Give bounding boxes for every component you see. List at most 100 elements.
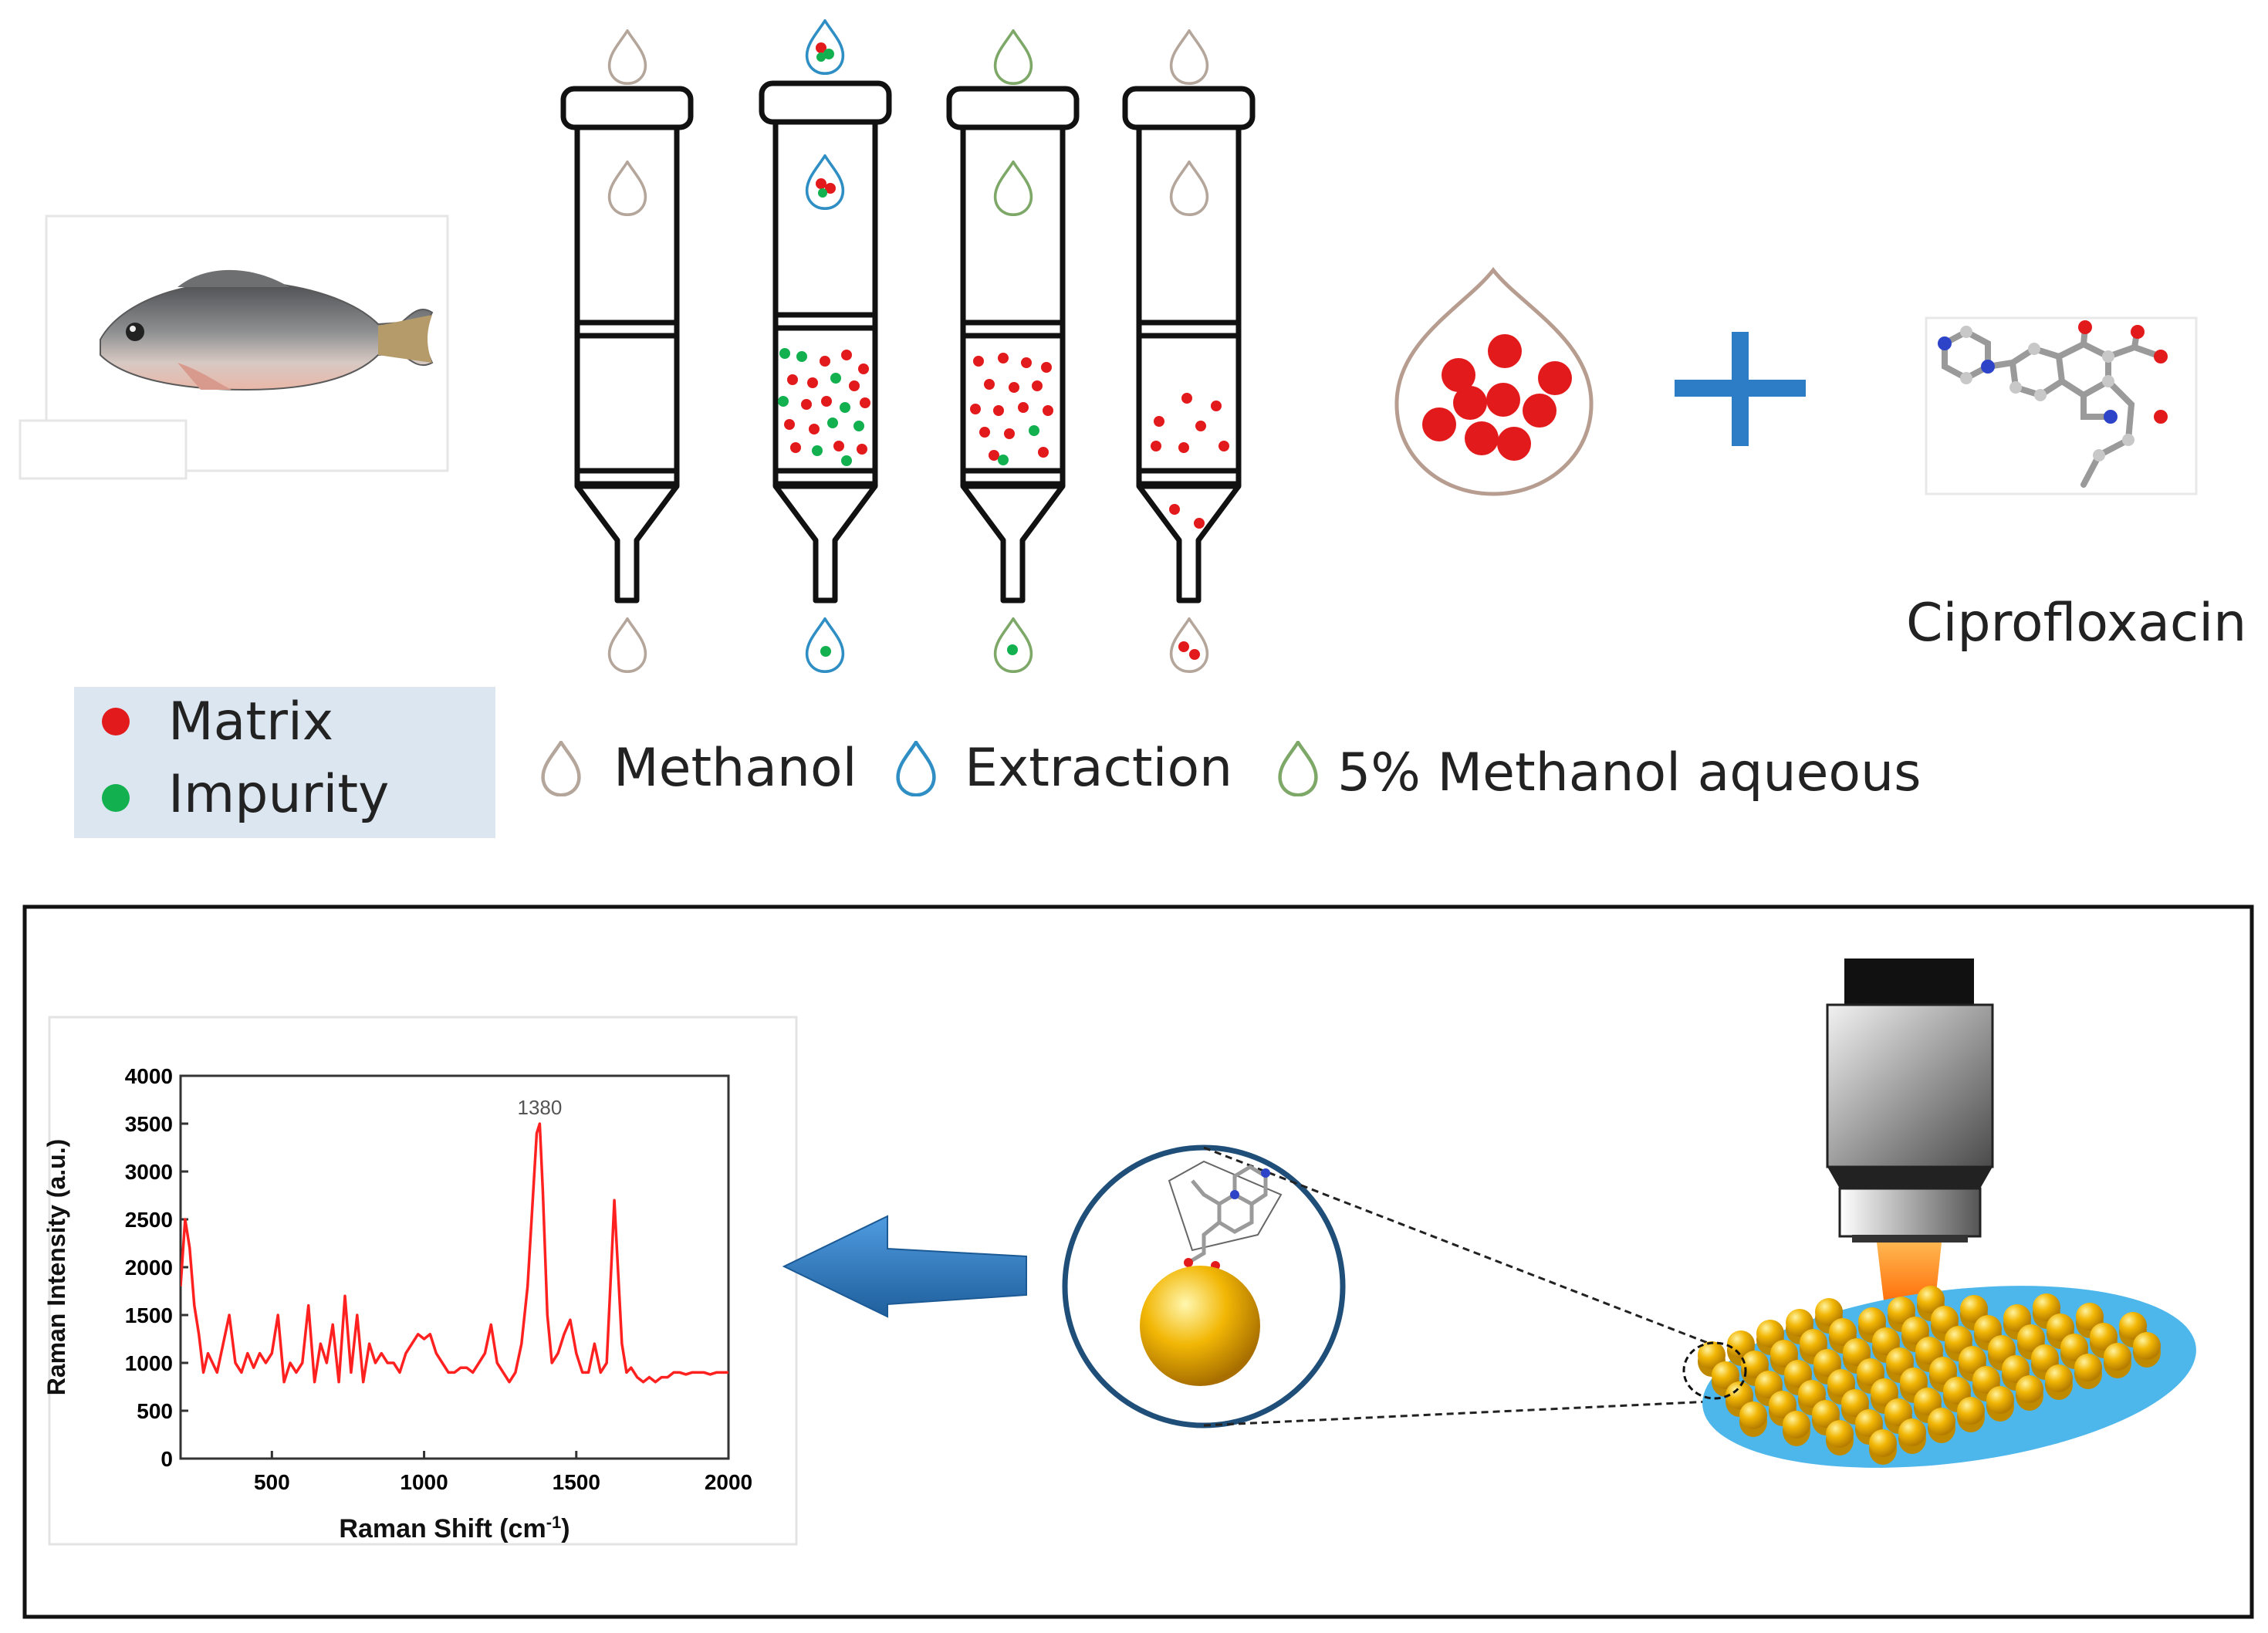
- gold-nanoparticle: [2047, 1314, 2074, 1341]
- legend-matrix: Matrix: [168, 691, 333, 752]
- gold-nanoparticle: [1739, 1401, 1767, 1429]
- gold-nanoparticle: [2016, 1375, 2043, 1403]
- droplets-top: [607, 19, 1209, 85]
- gold-nanoparticle: [1741, 1351, 1769, 1378]
- gold-nanoparticle: [1988, 1335, 2016, 1363]
- spe-cartridge-4: [1122, 86, 1256, 604]
- droplets-bottom: [607, 617, 1209, 673]
- y-axis-label: Raman Intensity (a.u.): [42, 1139, 70, 1396]
- extraction-droplet-icon: [898, 742, 935, 795]
- methanol-aqueous-droplet-icon: [1280, 742, 1317, 795]
- gold-nanoparticle: [2045, 1364, 2073, 1392]
- gold-nanoparticle: [2002, 1355, 2030, 1383]
- gold-nanoparticle: [1770, 1340, 1798, 1368]
- gold-nanoparticle: [1727, 1330, 1755, 1358]
- gold-nanoparticle: [1769, 1391, 1796, 1418]
- gold-nanoparticle-array: [1698, 1286, 2161, 1465]
- impurity-dot-icon: [102, 784, 130, 812]
- cartridge-3-particles: [970, 353, 1053, 465]
- gold-nanoparticle: [1886, 1347, 1914, 1375]
- cartridge-4-particles: [1151, 393, 1229, 529]
- gold-nanoparticle: [1815, 1298, 1843, 1326]
- gold-nanoparticle: [1960, 1295, 1988, 1323]
- gold-nanoparticle: [2090, 1323, 2118, 1351]
- spe-cartridge-2: [759, 80, 892, 604]
- gold-nanoparticle: [1855, 1409, 1883, 1437]
- sers-substrate: [1682, 1286, 2196, 1468]
- gold-nanoparticle: [1800, 1329, 1827, 1357]
- molecule-label: Ciprofloxacin: [1906, 593, 2246, 654]
- gold-nanoparticle: [1900, 1368, 1928, 1395]
- gold-nanoparticle: [1812, 1400, 1840, 1428]
- y-tick-label: 3000: [125, 1160, 173, 1184]
- droplet-contents: [816, 42, 1200, 660]
- gold-nanoparticle: [1783, 1411, 1810, 1439]
- gold-nanoparticle: [1140, 1266, 1260, 1386]
- legend-methanol: Methanol: [613, 738, 857, 799]
- gold-nanoparticle: [1928, 1408, 1955, 1435]
- gold-nanoparticle: [1829, 1318, 1857, 1346]
- matrix-dot-icon: [102, 708, 130, 735]
- gold-nanoparticle: [2133, 1332, 2161, 1360]
- legend-impurity: Impurity: [168, 764, 389, 825]
- x-tick-label: 1000: [400, 1470, 448, 1494]
- gold-nanoparticle: [1974, 1315, 2002, 1343]
- gold-nanoparticle: [1712, 1361, 1739, 1389]
- gold-nanoparticle: [1798, 1380, 1826, 1408]
- y-tick-label: 1000: [125, 1351, 173, 1375]
- gold-nanoparticle: [1813, 1349, 1841, 1377]
- gold-nanoparticle: [2076, 1303, 2104, 1330]
- gold-nanoparticle: [1755, 1371, 1783, 1398]
- gold-nanoparticle: [1901, 1317, 1929, 1344]
- gold-nanoparticle: [1726, 1381, 1753, 1409]
- zoom-region-marker: [1682, 1341, 1747, 1400]
- gold-nanoparticle: [2104, 1343, 2131, 1371]
- raman-microscope-objective: [1826, 958, 1994, 1242]
- gold-nanoparticle: [1869, 1429, 1897, 1457]
- gold-nanoparticle: [1898, 1418, 1926, 1446]
- gold-nanoparticle: [1914, 1388, 1942, 1415]
- legend-extraction: Extraction: [965, 738, 1232, 799]
- plot-frame: [179, 1074, 730, 1460]
- x-axis-label: Raman Shift (cm-1): [339, 1513, 570, 1544]
- gold-nanoparticle: [2031, 1344, 2059, 1372]
- methanol-droplet-icon: [543, 742, 580, 795]
- gold-nanoparticle: [2119, 1312, 2147, 1340]
- y-tick-label: 2500: [125, 1208, 173, 1232]
- gold-nanoparticle: [2033, 1293, 2060, 1321]
- gold-nanoparticle: [1858, 1307, 1886, 1335]
- gold-nanoparticle: [1929, 1357, 1957, 1384]
- y-tick-label: 1500: [125, 1303, 173, 1327]
- arrow-left: [782, 1215, 1027, 1318]
- gold-nanoparticle: [1827, 1369, 1855, 1397]
- gold-nanoparticle: [1945, 1326, 1972, 1354]
- matrix-droplet: [1394, 266, 1594, 496]
- y-tick-label: 4000: [125, 1064, 173, 1088]
- gold-nanoparticle: [1857, 1358, 1884, 1386]
- gold-nanoparticle: [1884, 1398, 1912, 1426]
- gold-nanoparticle: [1843, 1338, 1871, 1366]
- fish-photo: [19, 215, 449, 480]
- gold-nanoparticle: [1826, 1420, 1854, 1448]
- y-tick-label: 3500: [125, 1112, 173, 1136]
- magnified-view: [1062, 1144, 1712, 1428]
- gold-nanoparticle: [1786, 1309, 1813, 1337]
- gold-nanoparticle: [1756, 1320, 1784, 1347]
- x-tick-label: 1500: [553, 1470, 600, 1494]
- gold-nanoparticle: [1972, 1366, 2000, 1394]
- x-tick-label: 2000: [705, 1470, 752, 1494]
- gold-nanoparticle: [1959, 1346, 1986, 1374]
- gold-nanoparticle: [1917, 1286, 1945, 1314]
- gold-nanoparticle: [1871, 1378, 1898, 1406]
- gold-nanoparticle: [2003, 1304, 2031, 1332]
- gold-nanoparticle: [2017, 1324, 2045, 1352]
- cartridge-2-particles: [778, 348, 870, 466]
- plus-icon: [1675, 332, 1806, 446]
- gold-nanoparticle: [1872, 1327, 1900, 1355]
- ciprofloxacin-molecule: [1925, 316, 2198, 495]
- y-tick-label: 0: [161, 1447, 173, 1471]
